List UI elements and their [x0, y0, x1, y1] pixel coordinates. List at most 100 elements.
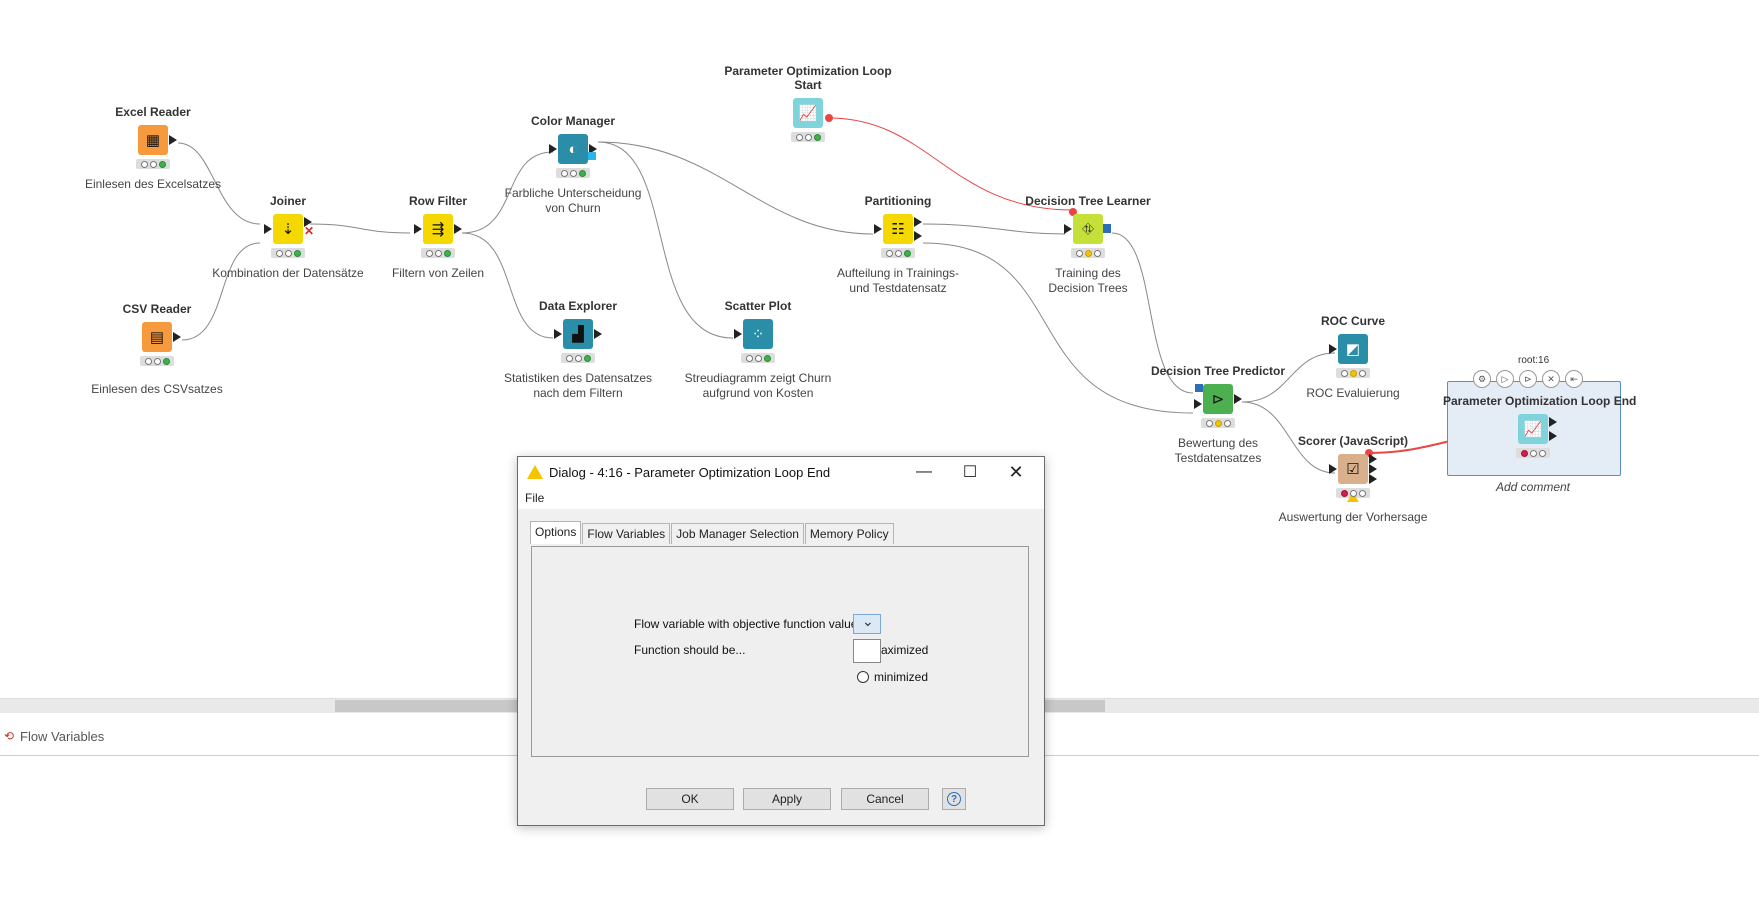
status-lights [556, 168, 590, 178]
node-data-explorer[interactable]: Data Explorer ▟ Statistiken des Datensat… [488, 299, 668, 401]
status-lights [1336, 368, 1370, 378]
description-line[interactable]: Training des [1055, 266, 1121, 280]
description-line[interactable]: aufgrund von Kosten [702, 386, 814, 400]
description-line[interactable]: Statistiken des Datensatzes [503, 371, 653, 385]
status-lights [791, 132, 825, 142]
data-explorer-icon[interactable]: ▟ [554, 319, 602, 349]
execute-step-icon[interactable]: ⊳ [1519, 370, 1537, 388]
csv-reader-icon[interactable]: ▤ [142, 322, 181, 352]
connection [922, 223, 1066, 235]
node-description[interactable]: Auswertung der Vorhersage [1278, 510, 1428, 524]
roc-curve-icon[interactable]: ◩ [1329, 334, 1368, 364]
tab-job-manager-selection[interactable]: Job Manager Selection [671, 523, 804, 544]
node-color-manager[interactable]: Color Manager ◐ Farbliche Unterscheidung… [483, 114, 663, 216]
loop-end-icon[interactable]: 📈 [1518, 414, 1557, 444]
node-title: Parameter Optimization Loop [724, 64, 892, 78]
node-description: Farbliche Unterscheidung von Churn [483, 186, 663, 216]
node-title: Scorer (JavaScript) [1297, 434, 1409, 448]
status-lights [421, 248, 455, 258]
description-line[interactable]: Farbliche Unterscheidung [504, 186, 642, 200]
joiner-icon[interactable]: ⇣✕ [264, 214, 314, 244]
tab-flow-variables[interactable]: Flow Variables [582, 523, 671, 544]
connection [1111, 232, 1194, 394]
maximized-label[interactable]: aximized [881, 643, 929, 657]
connection [1241, 352, 1336, 403]
description-line[interactable]: und Testdatensatz [849, 281, 947, 295]
decision-tree-learner-icon[interactable]: ⛗ [1064, 214, 1111, 244]
node-comment[interactable]: Add comment [1495, 480, 1571, 494]
status-lights [1071, 248, 1105, 258]
node-description[interactable]: Einlesen des Excelsatzes [84, 177, 222, 191]
panel-title[interactable]: Flow Variables [20, 729, 105, 744]
node-title: CSV Reader [122, 302, 192, 316]
connection [922, 242, 1194, 414]
node-description[interactable]: ROC Evaluierung [1306, 386, 1400, 400]
node-decision-tree-predictor[interactable]: Decision Tree Predictor ⊳ Bewertung des … [1128, 364, 1308, 466]
node-decision-tree-learner[interactable]: Decision Tree Learner ⛗ Training des Dec… [998, 194, 1178, 296]
node-csv-reader[interactable]: CSV Reader ▤ Einlesen des CSVsatzes [67, 302, 247, 397]
node-scorer-javascript[interactable]: Scorer (JavaScript) ☑ Auswertung der Vor… [1263, 434, 1443, 525]
node-title: Decision Tree Predictor [1150, 364, 1286, 378]
maximize-button[interactable]: ☐ [962, 464, 978, 481]
node-title: Joiner [269, 194, 306, 208]
status-lights [741, 353, 775, 363]
description-line[interactable]: nach dem Filtern [533, 386, 623, 400]
status-lights [140, 356, 174, 366]
minimized-radio[interactable] [857, 671, 869, 683]
dialog-titlebar[interactable]: Dialog - 4:16 - Parameter Optimization L… [518, 457, 1044, 487]
node-title: Excel Reader [115, 105, 191, 119]
node-title: Decision Tree Learner [1025, 194, 1151, 208]
node-scatter-plot[interactable]: Scatter Plot ⁘ Streudiagramm zeigt Churn… [668, 299, 848, 401]
tab-memory-policy[interactable]: Memory Policy [804, 523, 894, 544]
node-row-filter[interactable]: Row Filter ⇶ Filtern von Zeilen [348, 194, 528, 281]
description-line[interactable]: Bewertung des [1177, 436, 1259, 450]
partitioning-icon[interactable]: ☷ [874, 214, 922, 244]
connection [181, 242, 261, 341]
node-roc-curve[interactable]: ROC Curve ◩ ROC Evaluierung [1263, 314, 1443, 401]
help-button[interactable]: ? [942, 788, 966, 810]
excel-reader-icon[interactable]: ▦ [138, 125, 177, 155]
loop-start-icon[interactable]: 📈 [793, 98, 823, 128]
objective-variable-select[interactable] [853, 613, 881, 634]
node-description[interactable]: Filtern von Zeilen [391, 266, 485, 280]
description-line[interactable]: Streudiagramm zeigt Churn [684, 371, 832, 385]
cancel-icon[interactable]: ✕ [1542, 370, 1560, 388]
node-param-opt-loop-start[interactable]: Parameter Optimization Loop Start 📈 [718, 64, 898, 142]
scatter-plot-icon[interactable]: ⁘ [734, 319, 773, 349]
connection [461, 232, 554, 339]
description-line[interactable]: Aufteilung in Trainings- [836, 266, 960, 280]
node-description[interactable]: Einlesen des CSVsatzes [91, 382, 223, 396]
reset-icon[interactable]: ⇤ [1565, 370, 1583, 388]
node-title: Partitioning [864, 194, 932, 208]
tab-options[interactable]: Options [530, 521, 582, 544]
dropdown-popup[interactable] [853, 639, 881, 663]
node-joiner[interactable]: Joiner ⇣✕ Kombination der Datensätze [198, 194, 378, 281]
scorer-icon[interactable]: ☑ [1329, 454, 1377, 484]
status-lights [1516, 448, 1550, 458]
configure-icon[interactable]: ⚙ [1473, 370, 1491, 388]
dialog-tabs: Options Flow Variables Job Manager Selec… [530, 521, 895, 544]
description-line[interactable]: Testdatensatzes [1174, 451, 1262, 465]
minimize-button[interactable]: — [916, 463, 932, 480]
close-button[interactable]: ✕ [1008, 461, 1024, 482]
apply-button[interactable]: Apply [743, 788, 831, 810]
connections-layer [177, 114, 1516, 474]
workflow-canvas[interactable]: Excel Reader ▦ Einlesen des Excelsatzes … [0, 0, 1759, 700]
row-filter-icon[interactable]: ⇶ [414, 214, 462, 244]
config-dialog: Dialog - 4:16 - Parameter Optimization L… [517, 456, 1045, 826]
cancel-button[interactable]: Cancel [841, 788, 929, 810]
node-excel-reader[interactable]: Excel Reader ▦ Einlesen des Excelsatzes [63, 105, 243, 192]
warning-icon [1347, 492, 1359, 502]
decision-tree-predictor-icon[interactable]: ⊳ [1194, 384, 1242, 414]
execute-icon[interactable]: ▷ [1496, 370, 1514, 388]
description-line[interactable]: von Churn [545, 201, 601, 215]
node-param-opt-loop-end[interactable]: Parameter Optimization Loop End 📈 [1443, 394, 1636, 458]
color-manager-icon[interactable]: ◐ [549, 134, 597, 164]
description-line[interactable]: Decision Trees [1048, 281, 1128, 295]
node-description: Statistiken des Datensatzes nach dem Fil… [488, 371, 668, 401]
ok-button[interactable]: OK [646, 788, 734, 810]
minimized-label[interactable]: minimized [874, 670, 929, 684]
node-partitioning[interactable]: Partitioning ☷ Aufteilung in Trainings- … [808, 194, 988, 296]
menu-file[interactable]: File [525, 491, 545, 505]
node-description[interactable]: Kombination der Datensätze [212, 266, 364, 280]
